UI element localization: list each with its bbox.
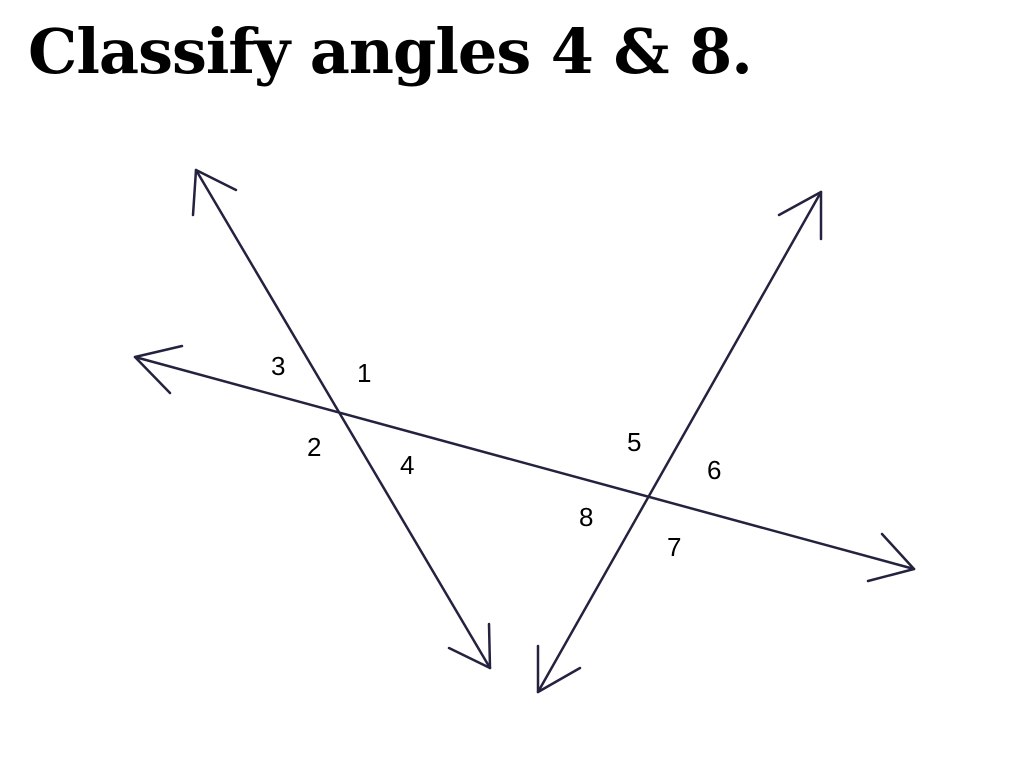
line-right-arrow-top-icon bbox=[777, 190, 823, 241]
slide-title: Classify angles 4 & 8. bbox=[28, 15, 753, 88]
line-right bbox=[536, 190, 823, 694]
transversal-arrow-left-icon bbox=[133, 344, 184, 395]
transversal-line-segment bbox=[133, 355, 916, 571]
transversal-arrow-right-icon bbox=[866, 532, 916, 583]
line-left-segment bbox=[194, 168, 492, 670]
angle-label-4: 4 bbox=[400, 450, 414, 480]
angle-label-6: 6 bbox=[707, 455, 721, 485]
angle-label-5: 5 bbox=[627, 427, 641, 457]
line-left bbox=[191, 168, 492, 670]
line-right-arrow-bottom-icon bbox=[536, 644, 582, 694]
angle-label-1: 1 bbox=[357, 358, 371, 388]
transversal-line bbox=[133, 344, 916, 583]
line-left-arrow-top-icon bbox=[191, 168, 238, 217]
angle-label-2: 2 bbox=[307, 432, 321, 462]
line-right-segment bbox=[536, 190, 823, 694]
angle-label-7: 7 bbox=[667, 532, 681, 562]
line-left-arrow-bottom-icon bbox=[447, 622, 492, 670]
angle-label-3: 3 bbox=[271, 351, 285, 381]
angle-label-8: 8 bbox=[579, 502, 593, 532]
